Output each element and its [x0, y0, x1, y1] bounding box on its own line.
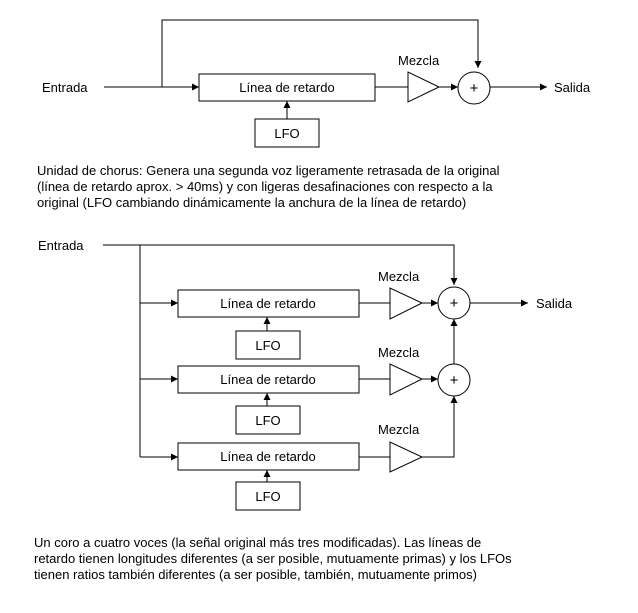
- bottom-delay-label-3: Línea de retardo: [220, 449, 315, 464]
- top-sum-node: [457, 71, 491, 105]
- bottom-delay-label-1: Línea de retardo: [220, 296, 315, 311]
- bottom-diagram-caption: Un coro a cuatro voces (la señal origina…: [34, 535, 624, 583]
- bottom-lfo-box-3: [235, 481, 301, 511]
- bottom-input-label: Entrada: [38, 238, 84, 253]
- top-sum-symbol: +: [470, 80, 479, 97]
- top-mix-label: Mezcla: [398, 53, 440, 68]
- bottom-mix-amplifier-1: [389, 287, 424, 320]
- bottom-delay-label-2: Línea de retardo: [220, 372, 315, 387]
- bottom-mix-label-1: Mezcla: [378, 269, 420, 284]
- bottom-sum-symbol-1: +: [450, 295, 459, 312]
- caption-line: Unidad de chorus: Genera una segunda voz…: [37, 163, 500, 178]
- bottom-output-label: Salida: [536, 296, 573, 311]
- top-mix-amplifier: [407, 71, 441, 103]
- bottom-mix-label-2: Mezcla: [378, 345, 420, 360]
- bottom-lfo-label-3: LFO: [255, 489, 280, 504]
- top-diagram-caption: Unidad de chorus: Genera una segunda voz…: [37, 163, 627, 211]
- top-input-label: Entrada: [42, 80, 88, 95]
- top-delay-label: Línea de retardo: [239, 80, 334, 95]
- bottom-mix-3-to-sum: [422, 396, 458, 458]
- caption-line: (línea de retardo aprox. > 40ms) y con l…: [37, 179, 493, 194]
- top-lfo-label: LFO: [274, 126, 299, 141]
- top-delay-line-box: [198, 73, 376, 102]
- caption-line: tienen ratios también diferentes (a ser …: [34, 567, 477, 582]
- caption-line: Un coro a cuatro voces (la señal origina…: [34, 535, 482, 550]
- bottom-mix-amplifier-3: [389, 441, 424, 473]
- bottom-mix-label-3: Mezcla: [378, 422, 420, 437]
- bottom-lfo-box-2: [235, 405, 301, 435]
- bottom-lfo-label-2: LFO: [255, 413, 280, 428]
- bottom-lfo-label-1: LFO: [255, 338, 280, 353]
- bottom-chorus-diagram: [103, 244, 528, 511]
- bottom-sum-symbol-2: +: [450, 372, 459, 389]
- caption-line: original (LFO cambiando dinámicamente la…: [37, 195, 467, 210]
- top-diagram-labels: Entrada Línea de retardo Mezcla + Salida…: [42, 53, 591, 141]
- bottom-diagram-labels: Entrada Línea de retardo Línea de retard…: [38, 238, 573, 504]
- top-chorus-diagram: [104, 19, 547, 148]
- bottom-input-bypass-line: [103, 244, 458, 285]
- bottom-mix-amplifier-2: [389, 363, 424, 396]
- bottom-lfo-box-1: [235, 330, 301, 360]
- top-output-label: Salida: [554, 80, 591, 95]
- top-bypass-line: [161, 19, 482, 87]
- caption-line: retardo tienen longitudes diferentes (a …: [34, 551, 512, 566]
